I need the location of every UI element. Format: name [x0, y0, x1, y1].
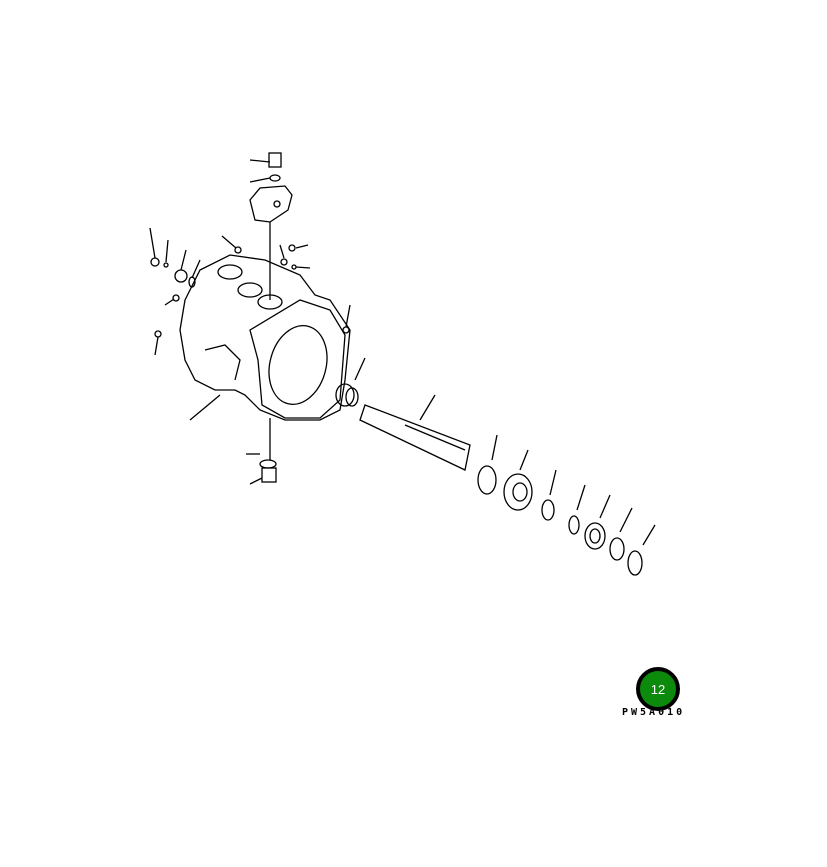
bearing — [335, 357, 366, 407]
figure-code: PW5A010 — [622, 707, 686, 718]
bearing-2 — [503, 449, 533, 511]
ring-2 — [541, 469, 557, 521]
page-number-badge: 12 — [636, 667, 680, 711]
top-bolt — [249, 152, 282, 183]
small-fittings — [149, 227, 351, 356]
ring-3 — [609, 507, 633, 561]
bottom-plug — [246, 418, 277, 485]
snap-ring-1 — [477, 434, 498, 495]
shaft — [359, 394, 471, 471]
snap-ring-3 — [627, 524, 656, 576]
snap-ring-2 — [568, 484, 586, 535]
seal — [584, 494, 611, 550]
pump-housing — [179, 254, 351, 421]
cover-plate — [249, 185, 293, 300]
